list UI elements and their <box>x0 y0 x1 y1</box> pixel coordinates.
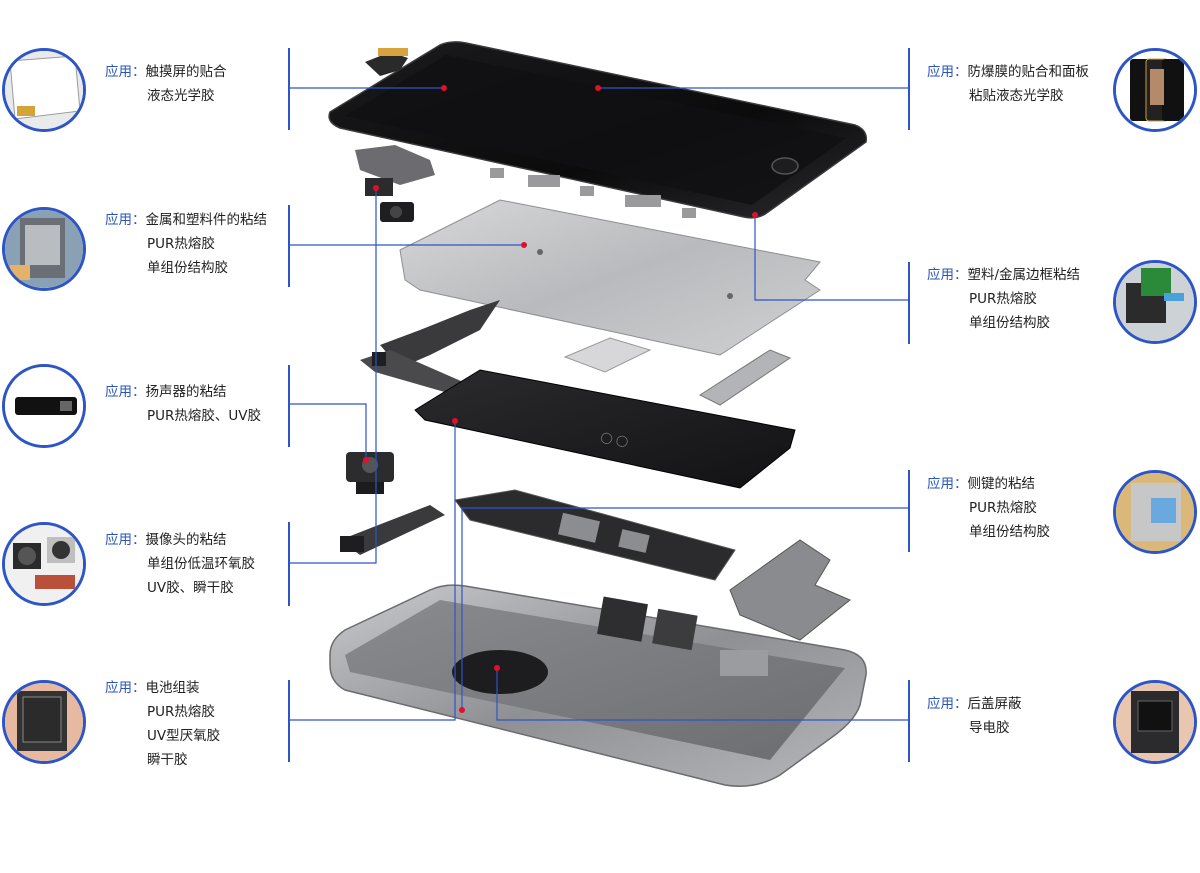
right-bar-1 <box>908 48 910 130</box>
callout-prefix: 应用： <box>927 696 968 712</box>
callout-text: 瞬干胶 <box>147 752 188 768</box>
callout-text: 防爆膜的贴合和面板 <box>967 64 1090 80</box>
callout-text: 单组份低温环氧胶 <box>147 556 255 572</box>
left-callout-5: 应用：电池组装 PUR热熔胶 UV型厌氧胶 瞬干胶 <box>105 676 220 772</box>
callout-prefix: 应用： <box>105 532 146 548</box>
callout-text: 塑料/金属边框粘结 <box>967 267 1081 283</box>
front-camera-flex <box>355 145 435 222</box>
back-cover-photo-icon <box>1113 680 1197 764</box>
left-bar-4 <box>288 522 290 606</box>
callout-text: 摄像头的粘结 <box>145 532 227 548</box>
callout-text: UV型厌氧胶 <box>147 728 221 744</box>
left-bar-3 <box>288 365 290 447</box>
metal-frame-photo-icon <box>2 207 86 291</box>
callout-text: PUR热熔胶 <box>969 291 1037 307</box>
callout-prefix: 应用： <box>105 384 146 400</box>
battery-photo-icon <box>2 680 86 764</box>
frame-bonding-photo-icon <box>1113 260 1197 344</box>
right-callout-3: 应用：侧键的粘结 PUR热熔胶 单组份结构胶 <box>927 472 1050 544</box>
left-callout-3: 应用：扬声器的粘结 PUR热熔胶、UV胶 <box>105 380 261 428</box>
svg-text:◯ ◯: ◯ ◯ <box>599 430 629 448</box>
touchscreen-photo-icon <box>2 48 86 132</box>
callout-prefix: 应用： <box>105 64 146 80</box>
callout-text: PUR热熔胶 <box>969 500 1037 516</box>
rear-camera-module <box>346 452 394 494</box>
left-bar-2 <box>288 205 290 287</box>
callout-text: 导电胶 <box>969 720 1010 736</box>
callout-text: UV胶、瞬干胶 <box>147 580 234 596</box>
right-callout-2: 应用：塑料/金属边框粘结 PUR热熔胶 单组份结构胶 <box>927 263 1080 335</box>
callout-text: 后盖屏蔽 <box>967 696 1022 712</box>
callout-text: PUR热熔胶 <box>147 704 215 720</box>
right-bar-3 <box>908 470 910 552</box>
callout-text: 粘贴液态光学胶 <box>969 88 1064 104</box>
callout-text: 液态光学胶 <box>147 88 215 104</box>
left-bar-5 <box>288 680 290 762</box>
callout-text: 侧键的粘结 <box>967 476 1036 492</box>
callout-text: 单组份结构胶 <box>969 524 1050 540</box>
left-bar-1 <box>288 48 290 130</box>
callout-prefix: 应用： <box>927 267 968 283</box>
callout-text: 单组份结构胶 <box>147 260 228 276</box>
callout-text: PUR热熔胶、UV胶 <box>147 408 262 424</box>
callout-prefix: 应用： <box>927 64 968 80</box>
taptic-engine <box>698 349 792 406</box>
callout-prefix: 应用： <box>105 680 146 696</box>
callout-text: 触摸屏的贴合 <box>145 64 227 80</box>
screen-protector-photo-icon <box>1113 48 1197 132</box>
callout-text: 扬声器的粘结 <box>145 384 227 400</box>
speaker-photo-icon <box>2 364 86 448</box>
callout-prefix: 应用： <box>927 476 968 492</box>
connector-lines <box>290 87 910 721</box>
battery: ◯ ◯ <box>414 369 796 489</box>
left-callout-2: 应用：金属和塑料件的粘结 PUR热熔胶 单组份结构胶 <box>105 208 267 280</box>
right-callout-4: 应用：后盖屏蔽 导电胶 <box>927 692 1022 740</box>
callout-text: 单组份结构胶 <box>969 315 1050 331</box>
screen-layer <box>328 41 868 219</box>
right-callout-1: 应用：防爆膜的贴合和面板 粘贴液态光学胶 <box>927 60 1089 108</box>
logic-board <box>340 489 736 581</box>
anchor-dots <box>363 85 758 713</box>
camera-module-photo-icon <box>2 522 86 606</box>
dock-flex <box>729 539 851 641</box>
sim-tray <box>563 337 652 373</box>
left-callout-1: 应用：触摸屏的贴合 液态光学胶 <box>105 60 227 108</box>
right-bar-2 <box>908 262 910 344</box>
left-callout-4: 应用：摄像头的粘结 单组份低温环氧胶 UV胶、瞬干胶 <box>105 528 255 600</box>
callout-text: 电池组装 <box>145 680 200 696</box>
callout-text: PUR热熔胶 <box>147 236 215 252</box>
side-key-photo-icon <box>1113 470 1197 554</box>
callout-prefix: 应用： <box>105 212 146 228</box>
callout-text: 金属和塑料件的粘结 <box>145 212 268 228</box>
right-bar-4 <box>908 680 910 762</box>
shield-plate <box>399 199 821 356</box>
